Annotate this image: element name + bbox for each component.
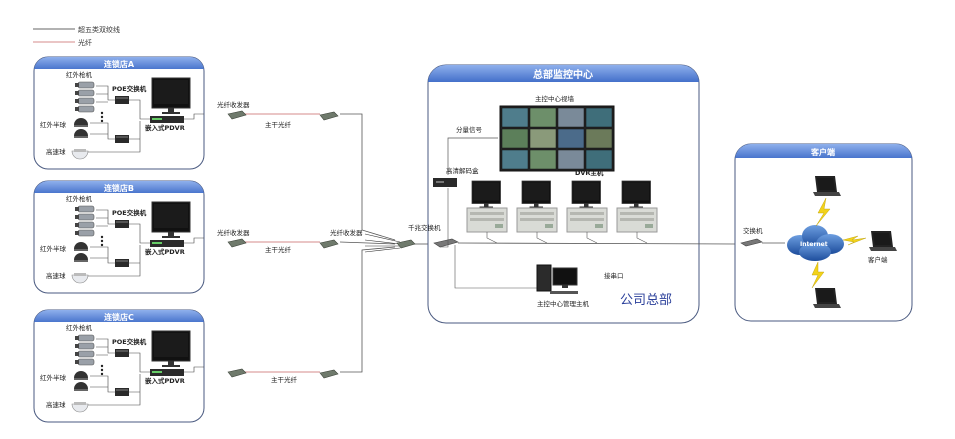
- split-signal-label: 分量信号: [456, 125, 483, 134]
- poe-switch: [115, 259, 129, 267]
- store-title: 连锁店C: [104, 312, 134, 322]
- client-label: 客户端: [868, 255, 888, 264]
- video-wall-cell: [585, 107, 613, 128]
- transceiver-a-left: [227, 110, 247, 120]
- poe-switch: [115, 349, 129, 357]
- gigabit-switch: [433, 238, 459, 248]
- legend: 超五类双绞线 光纤: [33, 25, 120, 47]
- hq-title: 总部监控中心: [533, 68, 593, 81]
- transceiver-mid-label: 光纤收发器: [330, 228, 363, 237]
- poe-switch: [115, 96, 129, 104]
- transceivers: [227, 110, 416, 379]
- transceiver-b-right: [319, 239, 339, 249]
- video-wall-cell: [557, 107, 585, 128]
- trunk-label-b: 主干光纤: [265, 245, 292, 254]
- internet-cloud: [787, 225, 844, 261]
- link-labels: 光纤收发器 主干光纤 光纤收发器 主干光纤 光纤收发器 主干光纤: [217, 100, 363, 384]
- video-wall-cell: [529, 128, 557, 149]
- company-label: 公司总部: [620, 293, 672, 308]
- transceiver-b-left: [227, 238, 247, 248]
- video-wall-cell: [585, 128, 613, 149]
- client-switch-label: 交换机: [743, 226, 763, 235]
- transceiver-hq: [396, 239, 416, 249]
- ir-gun-label: 红外枪机: [66, 323, 93, 332]
- transceiver-c-left: [227, 368, 247, 378]
- video-wall-label: 主控中心视墙: [535, 94, 575, 103]
- mgmt-host-label: 主控中心管理主机: [537, 299, 590, 308]
- decoder-label: 高清解码盒: [446, 166, 479, 175]
- pdvr-unit: [150, 369, 184, 376]
- ir-gun-label: 红外枪机: [66, 70, 93, 79]
- client-panel: 客户端 交换机 Internet 客户端: [734, 143, 913, 322]
- trunk-label-a: 主干光纤: [265, 120, 292, 129]
- pdvr-unit: [150, 116, 184, 123]
- lightning-bolts: [811, 197, 867, 289]
- management-host: [536, 264, 578, 294]
- client-title: 客户端: [810, 147, 835, 157]
- store-title: 连锁店A: [104, 59, 135, 69]
- hq-panel: 总部监控中心 主控中心视墙 分量信号 高清解码盒 DVR主机 千兆交换机: [408, 64, 736, 324]
- dvr-label: DVR主机: [575, 168, 604, 177]
- speed-dome-label: 高速球: [46, 147, 66, 156]
- trunk-label-c: 主干光纤: [271, 375, 298, 384]
- transceiver-a-right: [319, 111, 339, 121]
- video-wall-cell: [557, 149, 585, 170]
- poe-switch-label: POE交换机: [112, 208, 147, 217]
- legend-fiber-label: 光纤: [78, 38, 92, 47]
- video-wall-cell: [585, 149, 613, 170]
- pdvr-label: 嵌入式PDVR: [145, 123, 185, 132]
- internet-label: Internet: [800, 241, 828, 248]
- ir-dome-label: 红外半球: [40, 373, 67, 382]
- pdvr-label: 嵌入式PDVR: [145, 376, 185, 385]
- video-wall-cell: [501, 149, 529, 170]
- video-wall-cell: [529, 149, 557, 170]
- dvr-host-2: [516, 180, 558, 244]
- ir-dome-label: 红外半球: [40, 244, 67, 253]
- pdvr-label: 嵌入式PDVR: [145, 247, 185, 256]
- video-wall-cell: [557, 128, 585, 149]
- transceiver-label-b: 光纤收发器: [217, 228, 250, 237]
- serial-label: 接串口: [604, 271, 624, 280]
- gigabit-switch-label: 千兆交换机: [408, 223, 441, 232]
- decoder-box: [433, 178, 457, 187]
- video-wall: [499, 105, 615, 172]
- transceiver-label-a: 光纤收发器: [217, 100, 250, 109]
- video-wall-cell: [501, 128, 529, 149]
- poe-switch: [115, 220, 129, 228]
- ir-dome-label: 红外半球: [40, 120, 67, 129]
- dvr-host-4: [616, 180, 658, 244]
- speed-dome-label: 高速球: [46, 271, 66, 280]
- poe-switch: [115, 388, 129, 396]
- transceiver-c-right: [319, 369, 339, 379]
- poe-switch-label: POE交换机: [112, 337, 147, 346]
- dvr-host-1: [466, 180, 508, 244]
- speed-dome-label: 高速球: [46, 400, 66, 409]
- dvr-host-3: [566, 180, 608, 244]
- store-title: 连锁店B: [104, 183, 134, 193]
- client-switch: [740, 238, 763, 247]
- video-wall-cell: [529, 107, 557, 128]
- connection-lines: [245, 113, 430, 373]
- video-wall-cell: [501, 107, 529, 128]
- legend-cat5e-label: 超五类双绞线: [78, 25, 120, 34]
- ir-gun-label: 红外枪机: [66, 194, 93, 203]
- pdvr-unit: [150, 240, 184, 247]
- poe-switch: [115, 135, 129, 143]
- poe-switch-label: POE交换机: [112, 84, 147, 93]
